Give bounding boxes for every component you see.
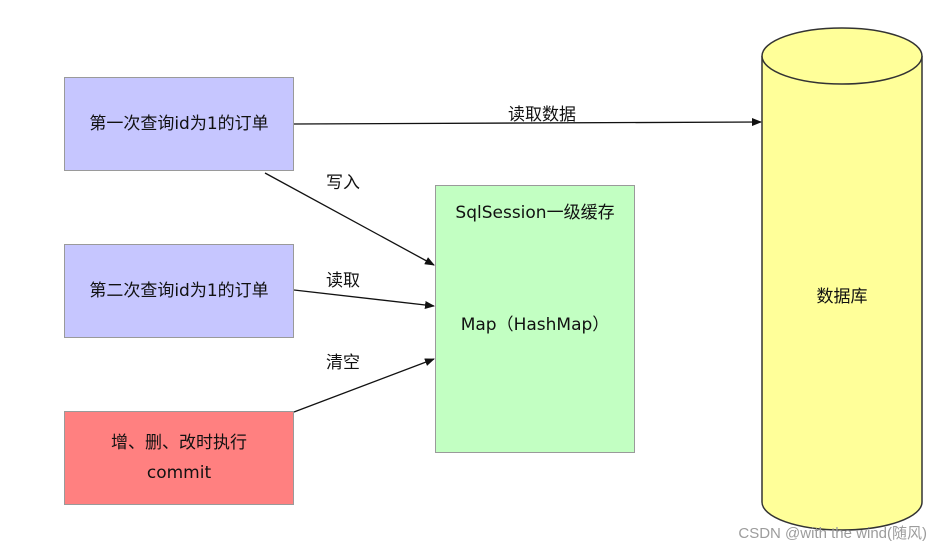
write-edge-label: 写入 (326, 173, 360, 193)
csdn-watermark: CSDN @with the wind(随风) (738, 525, 927, 542)
second-query-box: 第二次查询id为1的订单 (64, 244, 294, 338)
database-label: 数据库 (816, 287, 868, 307)
clear-edge-label: 清空 (326, 353, 360, 373)
first-query-box: 第一次查询id为1的订单 (64, 77, 294, 171)
read-data-arrow (293, 118, 762, 127)
commit-label-line2: commit (146, 463, 212, 483)
read-data-edge-label: 读取数据 (508, 105, 576, 125)
database-cylinder (761, 27, 923, 531)
cache-map-label: Map（HashMap） (460, 315, 610, 335)
second-query-label: 第二次查询id为1的订单 (89, 281, 269, 301)
cache-title: SqlSession一级缓存 (455, 203, 615, 223)
commit-label-line1: 增、删、改时执行 (111, 433, 247, 453)
commit-box: 增、删、改时执行 commit (64, 411, 294, 505)
clear-arrow (293, 358, 435, 413)
write-arrow (264, 172, 435, 266)
first-query-label: 第一次查询id为1的订单 (89, 114, 269, 134)
sqlsession-cache-box: SqlSession一级缓存 Map（HashMap） (435, 185, 635, 453)
read-arrow (293, 289, 435, 309)
read-edge-label: 读取 (326, 271, 360, 291)
